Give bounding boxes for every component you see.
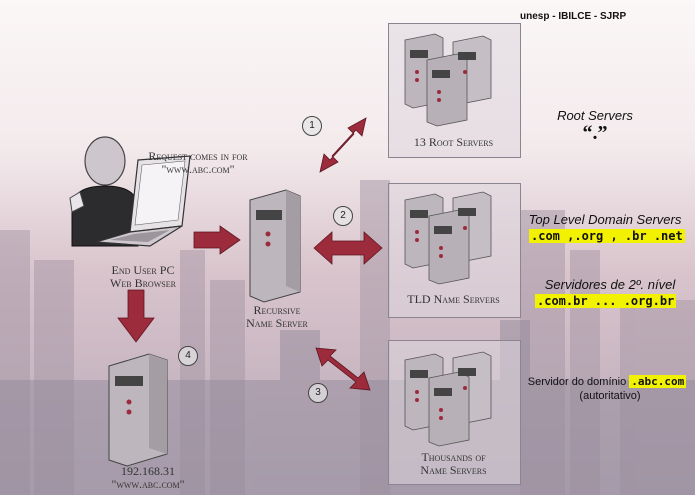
auth-panel-label: Thousands of Name Servers [388,451,519,477]
root-servers-title: Root Servers [557,108,633,123]
end-user-label: End User PC Web Browser [88,264,198,290]
recursive-label: Recursive Name Server [232,304,322,330]
request-label: Request comes in for "www.abc.com" [138,150,258,176]
auth-panel-label-line2: Name Servers [420,463,487,477]
recursive-name-server-icon [249,189,301,303]
arrow-user-to-target [117,289,155,343]
second-level-title: Servidores de 2º. nível [544,277,676,292]
arrow-user-to-recursive [193,225,241,255]
second-level-codes: .com.br ... .org.br [535,294,677,308]
target-server-icon [108,353,168,467]
root-panel-label: 13 Root Servers [413,135,494,149]
end-user-person-icon [69,136,139,247]
arrow-recursive-tld-bidirectional [313,231,383,265]
recursive-label-line2: Name Server [246,316,308,330]
arrow-recursive-auth-bidirectional [315,347,371,391]
arrow-recursive-root-bidirectional [319,117,367,173]
tld-server-cluster-icon [404,191,492,285]
tld-panel-label: TLD Name Servers [407,292,500,306]
root-servers-dot: “.” [582,122,608,144]
request-label-line2: "www.abc.com" [161,162,235,176]
authoritative-domain: .abc.com [629,375,687,388]
end-user-label-line2: Web Browser [110,276,176,290]
header: unesp - IBILCE - SJRP [520,11,627,22]
root-server-cluster-icon [404,33,492,127]
tld-codes: .com ,.org , .br .net [529,229,685,243]
auth-panel-label-line1: Thousands of [421,450,486,464]
step-1-badge: 1 [302,116,322,136]
end-user-label-line1: End User PC [111,263,175,277]
request-label-line1: Request comes in for [148,149,248,163]
authoritative-prefix: Servidor do domínio [527,376,627,388]
laptop-icon [95,155,191,247]
recursive-label-line1: Recursive [253,303,301,317]
step-4-badge: 4 [178,346,198,366]
step-3-badge: 3 [308,383,328,403]
tld-title: Top Level Domain Servers [528,212,682,227]
target-label: 192.168.31 "www.abc.com" [88,465,208,491]
target-label-line2: "www.abc.com" [111,477,185,491]
authoritative-line: Servidor do domínio .abc.com [522,375,692,388]
authoritative-note: (autoritativo) [579,390,641,402]
step-2-badge: 2 [333,206,353,226]
tld-codes-row: .com ,.org , .br .net [529,229,689,243]
target-label-line1: 192.168.31 [121,464,175,478]
auth-server-cluster-icon [404,351,492,447]
second-level-codes-row: .com.br ... .org.br [535,294,685,308]
